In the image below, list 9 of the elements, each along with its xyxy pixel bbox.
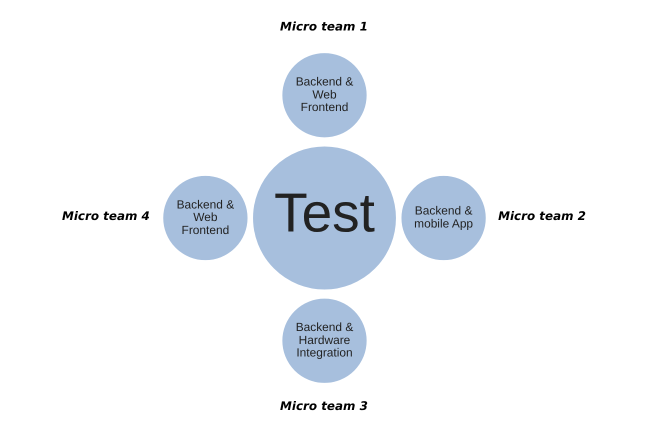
node-label: Micro team 3 xyxy=(280,398,368,413)
node-label: Micro team 1 xyxy=(280,20,368,34)
node-circle: Backend & Web Frontend xyxy=(280,51,368,140)
node-label: Micro team 2 xyxy=(498,209,586,224)
node-circle: Backend & mobile App xyxy=(400,174,488,262)
node-circle: Backend & Web Frontend xyxy=(161,174,250,262)
node-circle: Backend & Hardware Integration xyxy=(280,296,368,385)
node-circle: Test xyxy=(251,144,398,292)
node-label: Micro team 4 xyxy=(62,209,150,224)
